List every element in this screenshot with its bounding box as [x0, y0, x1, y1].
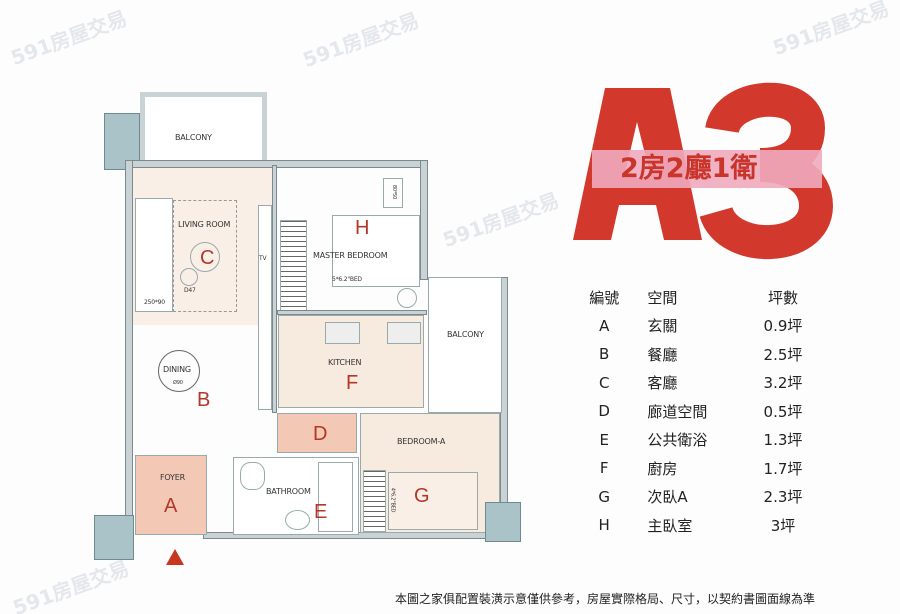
- row-space: 餐廳: [647, 345, 678, 364]
- floor-plan: BALCONY 250*90 LIVING ROOM D47 C TV DINI…: [94, 92, 521, 565]
- row-area: 3.2坪: [763, 374, 803, 393]
- row-code: E: [599, 430, 609, 449]
- corridor: [277, 413, 357, 453]
- tv-label: TV: [259, 255, 267, 262]
- table-row: C 客廳 3.2坪: [575, 369, 815, 398]
- row-area: 3坪: [770, 516, 796, 535]
- row-code: H: [598, 516, 610, 535]
- side-table-label: D47: [184, 287, 196, 294]
- table-row: E 公共衛浴 1.3坪: [575, 426, 815, 455]
- table-header: 編號 空間 坪數: [575, 283, 815, 312]
- row-area: 1.7坪: [763, 459, 803, 478]
- wall: [420, 160, 428, 280]
- dining-label: DINING: [163, 365, 191, 374]
- column: [104, 113, 140, 170]
- table-row: F 廚房 1.7坪: [575, 454, 815, 483]
- entrance-arrow-icon: [166, 549, 184, 565]
- letter-f: F: [346, 372, 359, 394]
- row-space: 玄關: [647, 317, 678, 336]
- wall: [272, 165, 277, 413]
- row-area: 0.9坪: [763, 317, 803, 336]
- row-space: 客廳: [647, 374, 678, 393]
- master-label: MASTER BEDROOM: [313, 251, 388, 260]
- header-area: 坪數: [767, 288, 798, 307]
- dining-size: Ø90: [173, 380, 183, 386]
- balcony-top: BALCONY: [140, 92, 267, 162]
- row-area: 2.5坪: [763, 345, 803, 364]
- toilet: [240, 462, 265, 490]
- rug: [173, 200, 237, 312]
- table-row: A 玄關 0.9坪: [575, 312, 815, 341]
- bathtub: [318, 462, 353, 532]
- area-table: 編號 空間 坪數 A 玄關 0.9坪 B 餐廳 2.5坪 C 客廳 3.2坪 D 廊道空間 0.5坪 E…: [575, 283, 815, 540]
- desk: 80*50: [383, 178, 403, 208]
- layout-text: 2房2廳1衛: [620, 153, 758, 184]
- footnote: 本圖之家俱配置裝潢示意僅供參考，房屋實際格局、尺寸，以契約書圖面線為準: [395, 592, 816, 606]
- row-space: 廚房: [647, 459, 678, 478]
- letter-e: E: [314, 501, 328, 523]
- sink: [325, 322, 360, 344]
- washbasin: [285, 510, 310, 530]
- unit-code-a-shape: [573, 88, 702, 240]
- stove: [387, 322, 421, 344]
- column: [485, 502, 521, 542]
- bathroom-label: BATHROOM: [266, 487, 311, 496]
- row-code: G: [598, 487, 610, 506]
- balcony-right: [428, 277, 502, 413]
- table-row: D 廊道空間 0.5坪: [575, 397, 815, 426]
- row-area: 1.3坪: [763, 431, 803, 450]
- row-code: C: [598, 373, 610, 392]
- row-code: B: [599, 345, 610, 364]
- letter-b: B: [197, 389, 211, 411]
- tv-cabinet: [258, 205, 272, 410]
- letter-h: H: [355, 217, 370, 239]
- plant: [397, 288, 417, 308]
- row-code: A: [599, 316, 610, 335]
- sofa: 250*90: [135, 198, 173, 312]
- table-row: B 餐廳 2.5坪: [575, 340, 815, 369]
- balcony-label: BALCONY: [175, 133, 212, 142]
- table-row: G 次臥A 2.3坪: [575, 483, 815, 512]
- kitchen-label: KITCHEN: [328, 358, 362, 367]
- wardrobe: [363, 470, 386, 532]
- letter-c: C: [200, 247, 215, 269]
- letter-d: D: [313, 423, 328, 445]
- coffee-table: [190, 242, 220, 272]
- table-row: H 主臥室 3坪: [575, 511, 815, 540]
- header-space: 空間: [647, 288, 678, 307]
- row-space: 主臥室: [647, 516, 693, 535]
- balcony-right-label: BALCONY: [447, 330, 484, 339]
- wall: [277, 310, 427, 315]
- dining-table: [158, 350, 200, 392]
- row-space: 公共衛浴: [647, 431, 708, 450]
- row-area: 0.5坪: [763, 402, 803, 421]
- row-code: D: [598, 402, 610, 421]
- letter-g: G: [414, 485, 430, 507]
- row-area: 2.3坪: [763, 488, 803, 507]
- layout-band: [592, 150, 822, 188]
- master-bed-size: 5*6.2"BED: [332, 276, 362, 283]
- sofa-size: 250*90: [144, 299, 165, 306]
- bedroom-a-label: BEDROOM-A: [397, 437, 446, 446]
- foyer-label: FOYER: [160, 473, 185, 482]
- row-space: 次臥A: [647, 488, 688, 507]
- letter-a: A: [164, 495, 178, 517]
- foyer: [135, 455, 207, 535]
- bed-a: [388, 472, 478, 530]
- column: [94, 515, 134, 560]
- wardrobe: [280, 220, 307, 312]
- master-bed: [332, 215, 420, 287]
- header-code: 編號: [589, 288, 620, 307]
- table-body: A 玄關 0.9坪 B 餐廳 2.5坪 C 客廳 3.2坪 D 廊道空間 0.5坪 E 公共衛浴 1.3坪 F…: [575, 312, 815, 540]
- row-space: 廊道空間: [647, 402, 708, 421]
- side-table: [180, 268, 198, 286]
- living-label: LIVING ROOM: [178, 220, 231, 229]
- row-code: F: [599, 459, 609, 478]
